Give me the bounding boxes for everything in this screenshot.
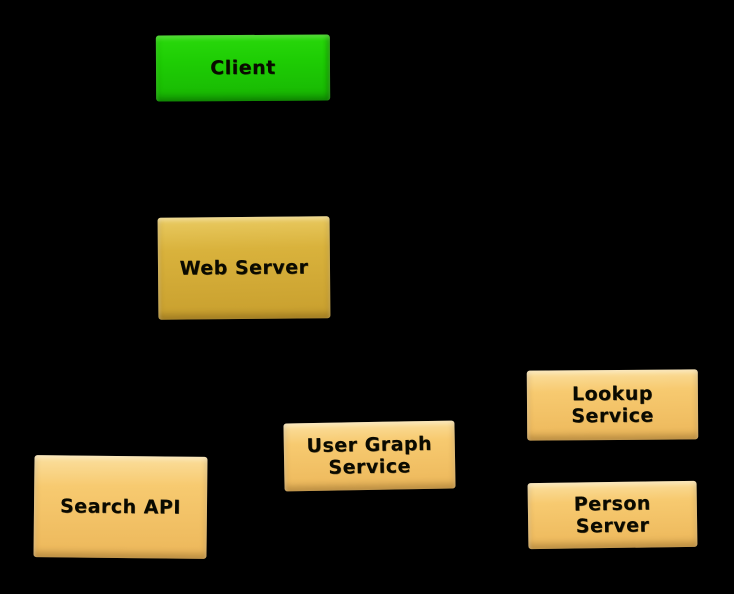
node-lookup-service: Lookup Service (526, 369, 699, 441)
node-lookup-service-label: Lookup Service (571, 382, 654, 428)
node-person-server: Person Server (527, 480, 698, 550)
node-search-api: Search API (33, 455, 208, 559)
node-client: Client (155, 34, 331, 102)
node-web-server: Web Server (157, 216, 331, 320)
node-client-label: Client (210, 56, 276, 79)
node-person-server-label: Person Server (573, 492, 652, 538)
node-search-api-label: Search API (59, 495, 182, 519)
node-web-server-label: Web Server (179, 256, 309, 280)
node-user-graph-service: User Graph Service (283, 420, 456, 492)
node-user-graph-service-label: User Graph Service (306, 432, 433, 479)
